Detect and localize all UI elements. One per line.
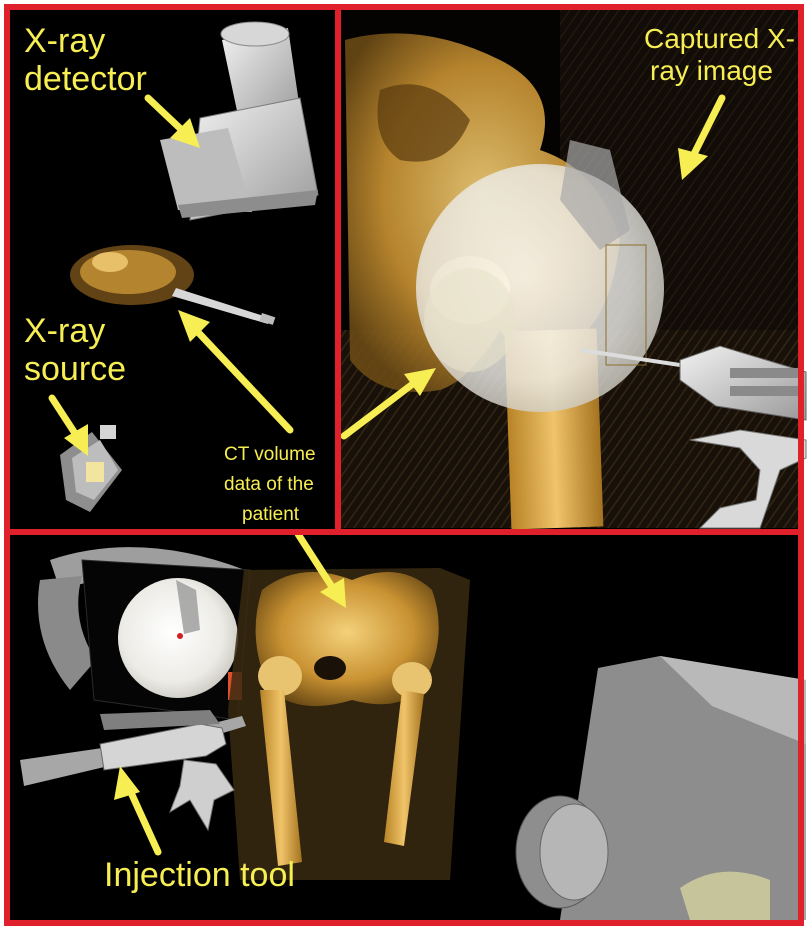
label-ct-volume-data-line2: data of the <box>224 474 314 495</box>
label-ct-volume-data: CT volume <box>224 444 316 465</box>
panel-bottom: Injection tool <box>10 534 806 920</box>
label-ct-volume-data-line3: patient <box>242 504 300 525</box>
label-xray-source-line2: source <box>24 350 126 388</box>
label-xray-source: X-ray <box>24 312 105 350</box>
label-captured-xray-image-line2: ray image <box>650 55 773 86</box>
label-xray-detector: X-ray <box>24 22 105 60</box>
label-injection-tool: Injection tool <box>104 856 295 894</box>
xray-plane <box>82 560 250 720</box>
panel-top-right: Captured X- ray image <box>340 10 806 530</box>
label-xray-detector-line2: detector <box>24 60 147 98</box>
label-captured-xray-image: Captured X- <box>644 23 795 54</box>
ct-volume-pelvis <box>228 568 470 880</box>
